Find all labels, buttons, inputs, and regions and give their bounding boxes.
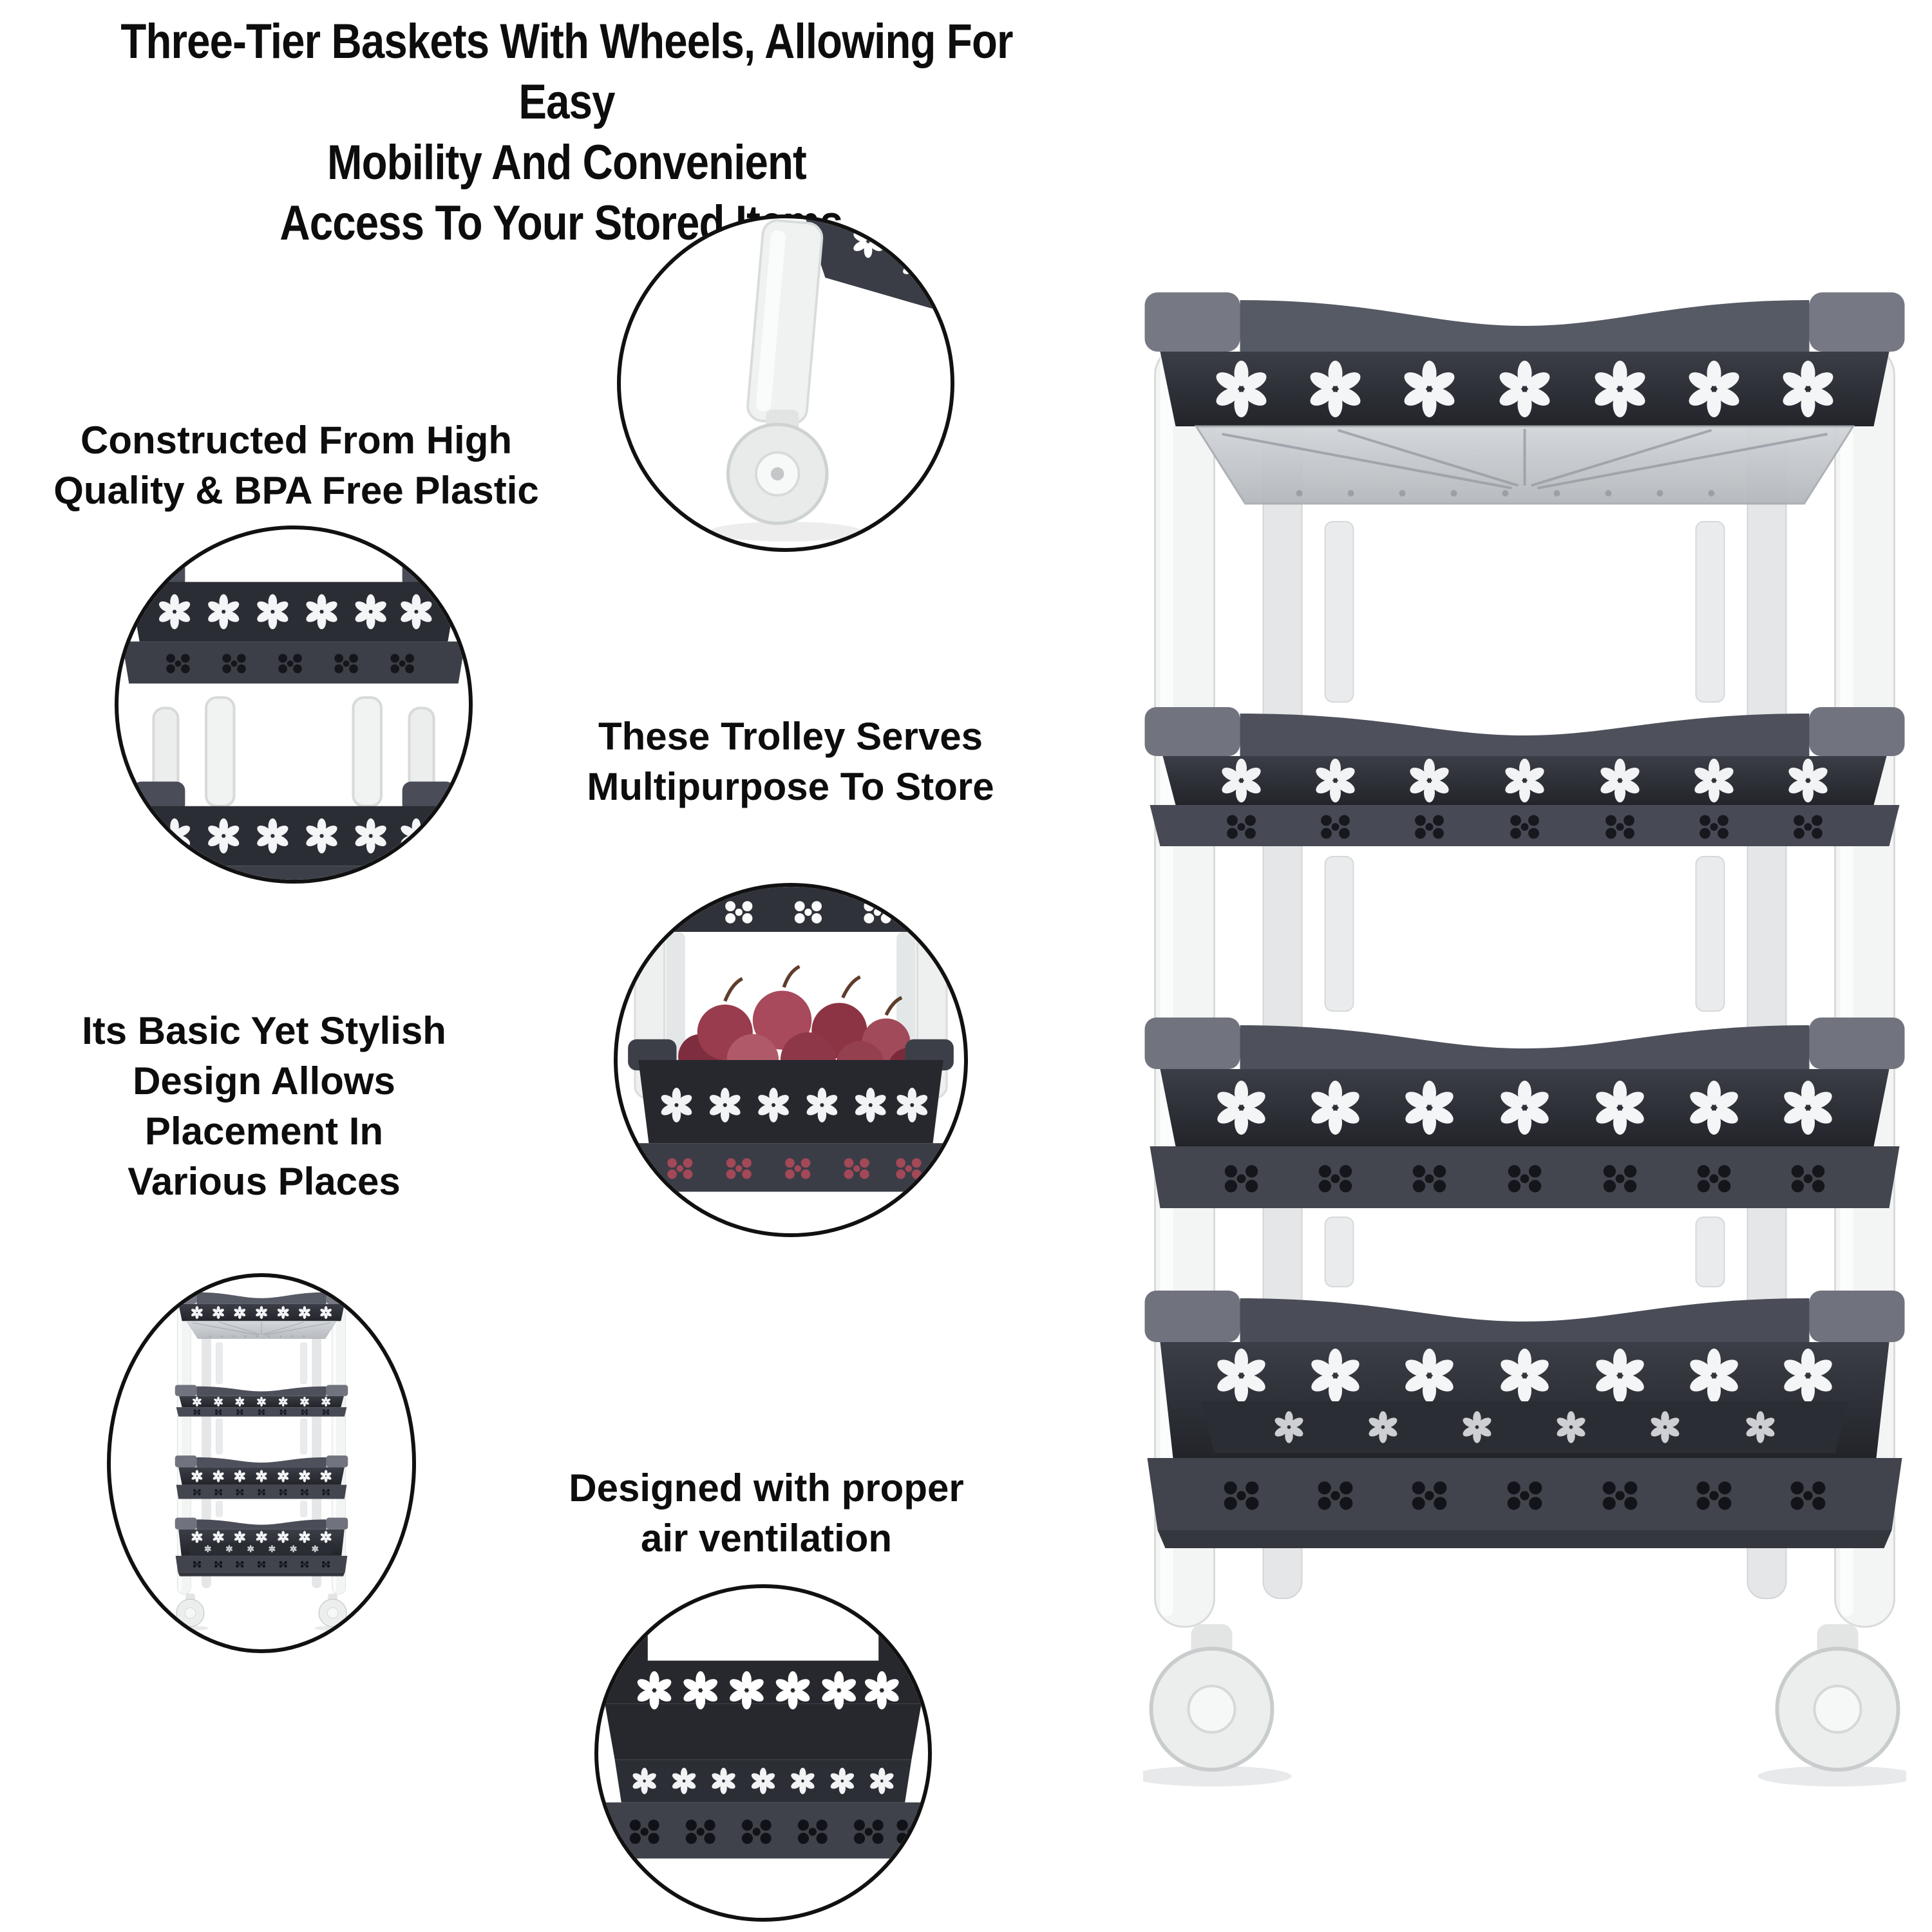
caption-line: Constructed From High — [80, 419, 512, 462]
feature-caption-ventilation: Designed with proper air ventilation — [515, 1463, 1018, 1564]
caption-line: air ventilation — [640, 1517, 893, 1560]
caption-line: Multipurpose To Store — [587, 765, 994, 808]
caption-line: Designed with proper — [569, 1466, 964, 1510]
feature-caption-material: Constructed From High Quality & BPA Free… — [0, 415, 592, 516]
headline-line-1: Three-Tier Baskets With Wheels, Allowing… — [120, 14, 1013, 129]
headline-line-2: Mobility And Convenient — [327, 135, 807, 190]
feature-caption-design: Its Basic Yet Stylish Design Allows Plac… — [35, 1006, 493, 1207]
basket-with-flower-cutouts — [598, 1634, 928, 1859]
onion-basket-image — [618, 887, 964, 1192]
stacked-baskets-image — [122, 557, 466, 880]
trolley-leg — [746, 219, 824, 425]
upper-basket — [122, 557, 466, 684]
product-photo-trolley — [1143, 285, 1906, 1817]
inset-onion-basket — [614, 883, 968, 1237]
full-trolley-image — [111, 1277, 412, 1649]
basket-with-flower-cutouts — [628, 1039, 954, 1192]
caption-line: Various Places — [128, 1160, 401, 1203]
ventilation-basket-image — [598, 1627, 928, 1859]
red-onions — [723, 965, 903, 1016]
feature-caption-multipurpose: These Trolley Serves Multipurpose To Sto… — [544, 712, 1037, 812]
caption-line: Quality & BPA Free Plastic — [53, 469, 539, 512]
headline-line-3: Access To Your Stored Items. — [279, 196, 854, 251]
caption-line: These Trolley Serves — [598, 715, 983, 758]
inset-full-trolley — [107, 1273, 416, 1653]
lower-basket — [122, 781, 466, 880]
caption-line: Its Basic Yet Stylish — [82, 1009, 446, 1052]
caption-line: Placement In — [144, 1110, 384, 1153]
connector-poles — [152, 696, 435, 808]
inset-ventilation-closeup — [594, 1584, 932, 1922]
caption-line: Design Allows — [133, 1059, 395, 1103]
caster-wheel-closeup-image — [710, 218, 951, 542]
inset-stacked-baskets — [115, 526, 473, 884]
inset-caster-wheel-closeup — [617, 214, 954, 552]
headline: Three-Tier Baskets With Wheels, Allowing… — [102, 12, 1032, 254]
